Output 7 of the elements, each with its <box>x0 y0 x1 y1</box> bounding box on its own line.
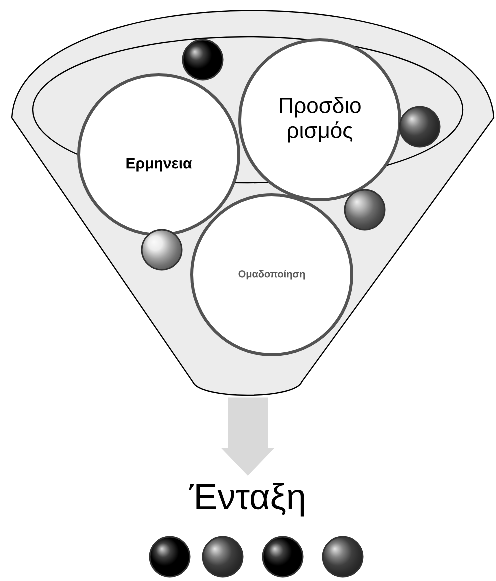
circle <box>190 194 354 356</box>
node-label: Ομαδοποίηση <box>238 270 306 280</box>
node-label: Ερμηνεια <box>126 158 192 172</box>
circle <box>78 74 240 236</box>
circle <box>238 38 402 202</box>
title-text: Ένταξη <box>189 483 304 517</box>
node-label: Προσδιο ρισμός <box>280 97 361 143</box>
